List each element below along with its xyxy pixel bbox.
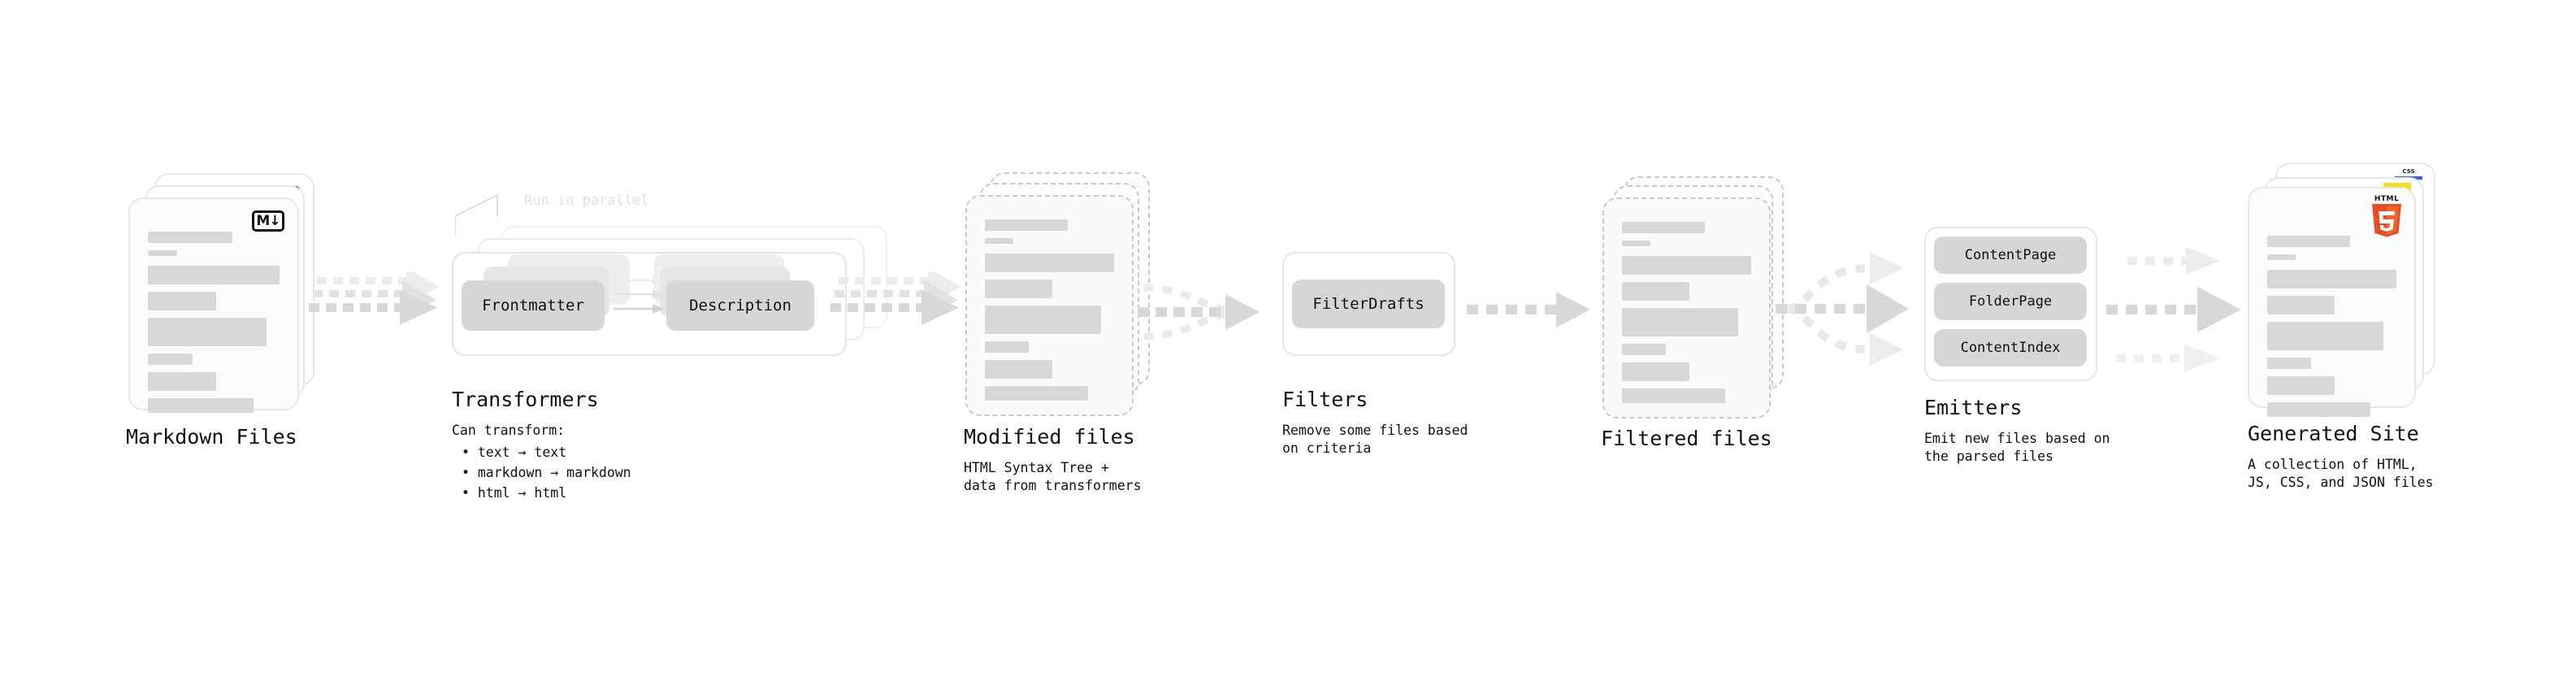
connector-modified-to-filters — [1138, 268, 1276, 358]
connector-filters-to-filtered — [1467, 288, 1597, 337]
stage-title: Generated Site — [2248, 422, 2419, 445]
file-card-front — [965, 195, 1134, 416]
markdown-icon: M↓ — [252, 210, 284, 232]
bullet-item: • text → text — [462, 445, 567, 461]
stage-subtitle: HTML Syntax Tree + data from transformer… — [964, 460, 1142, 494]
emitter-chip-folderpage[interactable]: FolderPage — [1934, 283, 2087, 320]
emitter-chip-contentpage[interactable]: ContentPage — [1934, 236, 2087, 274]
transformer-inner-arrows — [614, 275, 703, 325]
transformer-chip-frontmatter[interactable]: Frontmatter — [462, 280, 605, 331]
stage-subtitle: A collection of HTML, JS, CSS, and JSON … — [2248, 457, 2434, 491]
stage-title: Modified files — [964, 425, 1135, 449]
skeleton-rows — [1622, 222, 1751, 410]
caption-emitters: Emitters Emit new files based on the par… — [1924, 396, 2110, 466]
stage-title: Markdown Files — [126, 425, 297, 449]
connector-transformers-to-modified — [830, 272, 977, 349]
run-in-parallel-bracket — [455, 192, 553, 241]
stage-title: Filters — [1282, 388, 1368, 411]
caption-generated-site: Generated Site A collection of HTML, JS,… — [2248, 422, 2433, 492]
skeleton-rows — [2267, 236, 2396, 424]
filter-chip-filterdrafts[interactable]: FilterDrafts — [1292, 280, 1445, 328]
stage-subtitle: Can transform: — [452, 423, 566, 438]
stage-subtitle: Remove some files based on criteria — [1282, 423, 1468, 457]
file-card-front: M↓ — [128, 197, 299, 413]
skeleton-rows — [985, 219, 1114, 408]
caption-modified-files: Modified files HTML Syntax Tree + data f… — [964, 425, 1142, 496]
transform-bullets: • text → text • markdown → markdown • ht… — [452, 443, 631, 503]
connector-filtered-to-emitters — [1776, 234, 1922, 384]
connector-emitters-to-site — [2106, 234, 2261, 384]
transformer-chip-description[interactable]: Description — [666, 280, 814, 331]
caption-filters: Filters Remove some files based on crite… — [1282, 388, 1468, 458]
bullet-item: • markdown → markdown — [462, 465, 631, 481]
stage-subtitle: Emit new files based on the parsed files — [1924, 431, 2110, 465]
connector-md-to-transformers — [309, 272, 455, 349]
caption-markdown-files: Markdown Files — [126, 425, 297, 449]
skeleton-rows — [148, 232, 280, 420]
bullet-item: • html → html — [462, 484, 567, 501]
emitter-chip-contentindex[interactable]: ContentIndex — [1934, 329, 2087, 367]
file-card-front — [1602, 197, 1771, 419]
caption-transformers: Transformers Can transform: • text → tex… — [452, 388, 631, 504]
file-card-front: HTML — [2248, 187, 2416, 417]
run-in-parallel-label: Run in parallel — [524, 193, 649, 209]
stage-title: Transformers — [452, 388, 599, 411]
html5-icon: HTML — [2369, 195, 2405, 237]
caption-filtered-files: Filtered files — [1601, 427, 1772, 450]
stage-title: Emitters — [1924, 396, 2023, 419]
stage-title: Filtered files — [1601, 427, 1772, 450]
